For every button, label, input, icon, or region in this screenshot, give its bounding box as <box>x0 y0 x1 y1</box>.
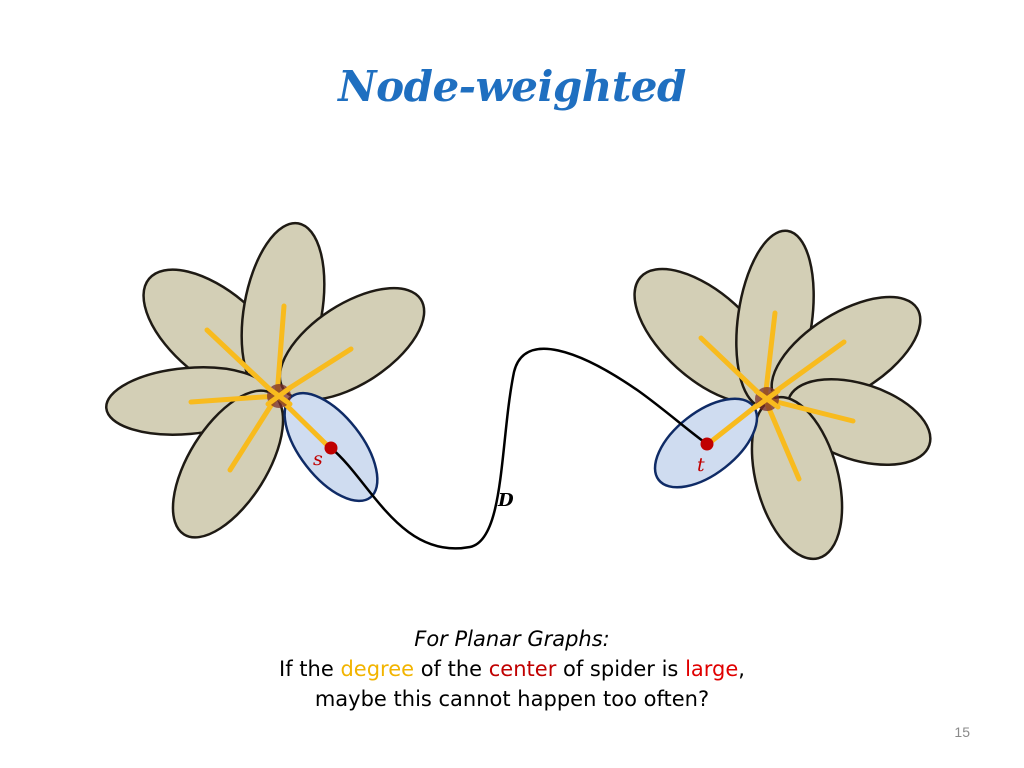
spoke <box>762 396 856 424</box>
spider-right <box>633 229 932 561</box>
spoke <box>762 310 778 402</box>
slide-title: Node-weighted <box>338 62 686 111</box>
caption-line-1: For Planar Graphs: <box>414 627 610 651</box>
terminal-s-dot <box>324 441 338 455</box>
spider-left <box>105 221 426 539</box>
slide-number: 15 <box>954 724 970 740</box>
spoke <box>698 335 768 402</box>
spoke <box>204 327 280 399</box>
label-s: s <box>313 448 323 470</box>
label-t: t <box>697 454 705 476</box>
spoke <box>274 303 287 399</box>
spoke <box>762 396 802 482</box>
word-center: center <box>488 657 557 681</box>
caption: For Planar Graphs: If the degree of the … <box>0 624 1024 714</box>
spoke <box>188 393 280 405</box>
terminal-t-dot <box>700 437 714 451</box>
spoke <box>227 393 280 473</box>
word-large: large <box>685 657 739 681</box>
word-degree: degree <box>340 657 415 681</box>
path-d <box>330 347 708 550</box>
label-path-d: D <box>497 490 514 511</box>
caption-line-3: maybe this cannot happen too often? <box>314 687 710 711</box>
caption-line-2: If the degree of the center of spider is… <box>279 657 745 681</box>
